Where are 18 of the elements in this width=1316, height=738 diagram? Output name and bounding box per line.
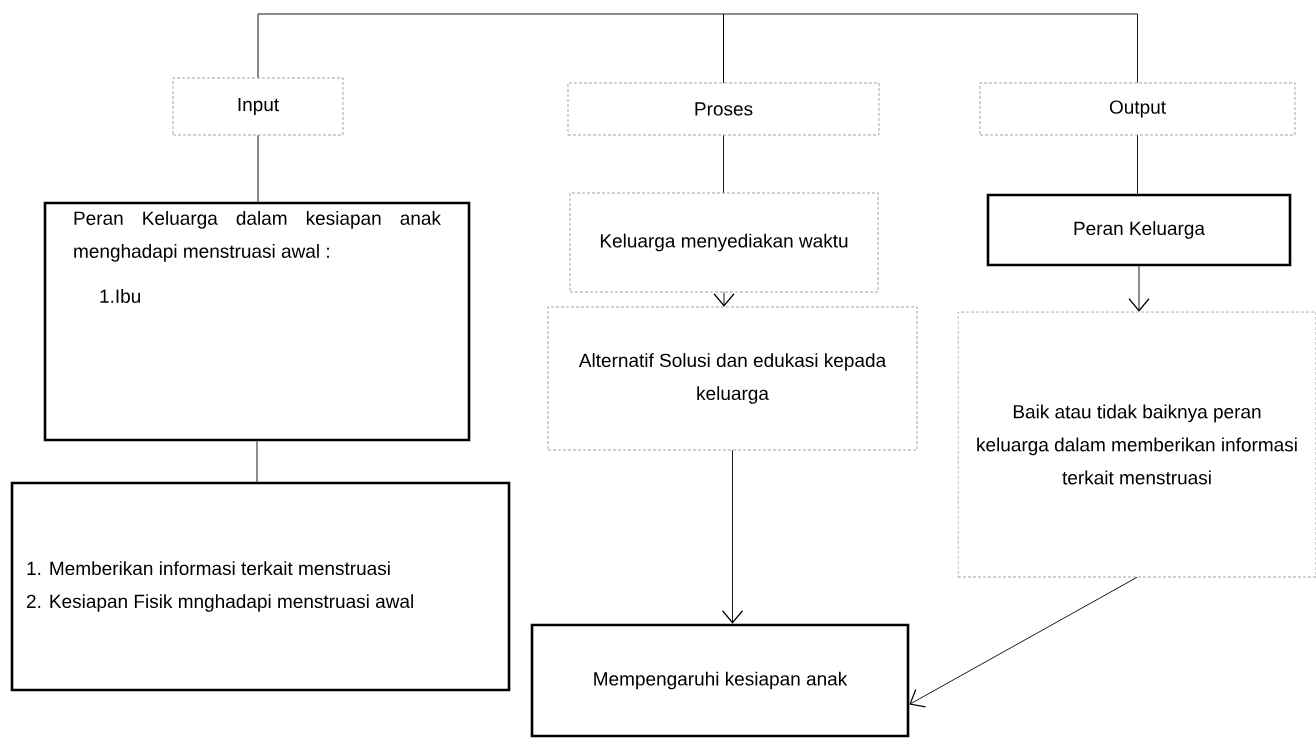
result-box: Mempengaruhi kesiapan anak (530, 623, 910, 738)
connector-line (257, 134, 259, 203)
list-box: 1. Memberikan informasi terkait menstruasi 2. Kesiapan Fisik mnghadapi menstruasi awal (10, 481, 511, 692)
process-box: Proses (567, 82, 880, 136)
connector-line (256, 440, 258, 483)
arrow (721, 449, 744, 624)
text-box: Peran Keluarga (986, 193, 1292, 267)
connector-line (723, 134, 724, 194)
process-box: Output (979, 82, 1296, 136)
process-box: Baik atau tidak baiknya peran keluarga dalam memberikan informasi terkait menstruasi (957, 311, 1316, 578)
connector-line (723, 13, 1138, 84)
arrow (909, 576, 1138, 708)
process-box: Input (172, 77, 344, 136)
text-box: Peran Keluarga dalam kesiapan anak menghadapi menstruasi awal : 1.Ibu (43, 201, 471, 442)
process-box: Alternatif Solusi dan edukasi kepada keluarga (547, 306, 918, 451)
arrow (1128, 265, 1150, 312)
process-box: Keluarga menyediakan waktu (569, 192, 879, 293)
connector-line (1137, 134, 1138, 195)
